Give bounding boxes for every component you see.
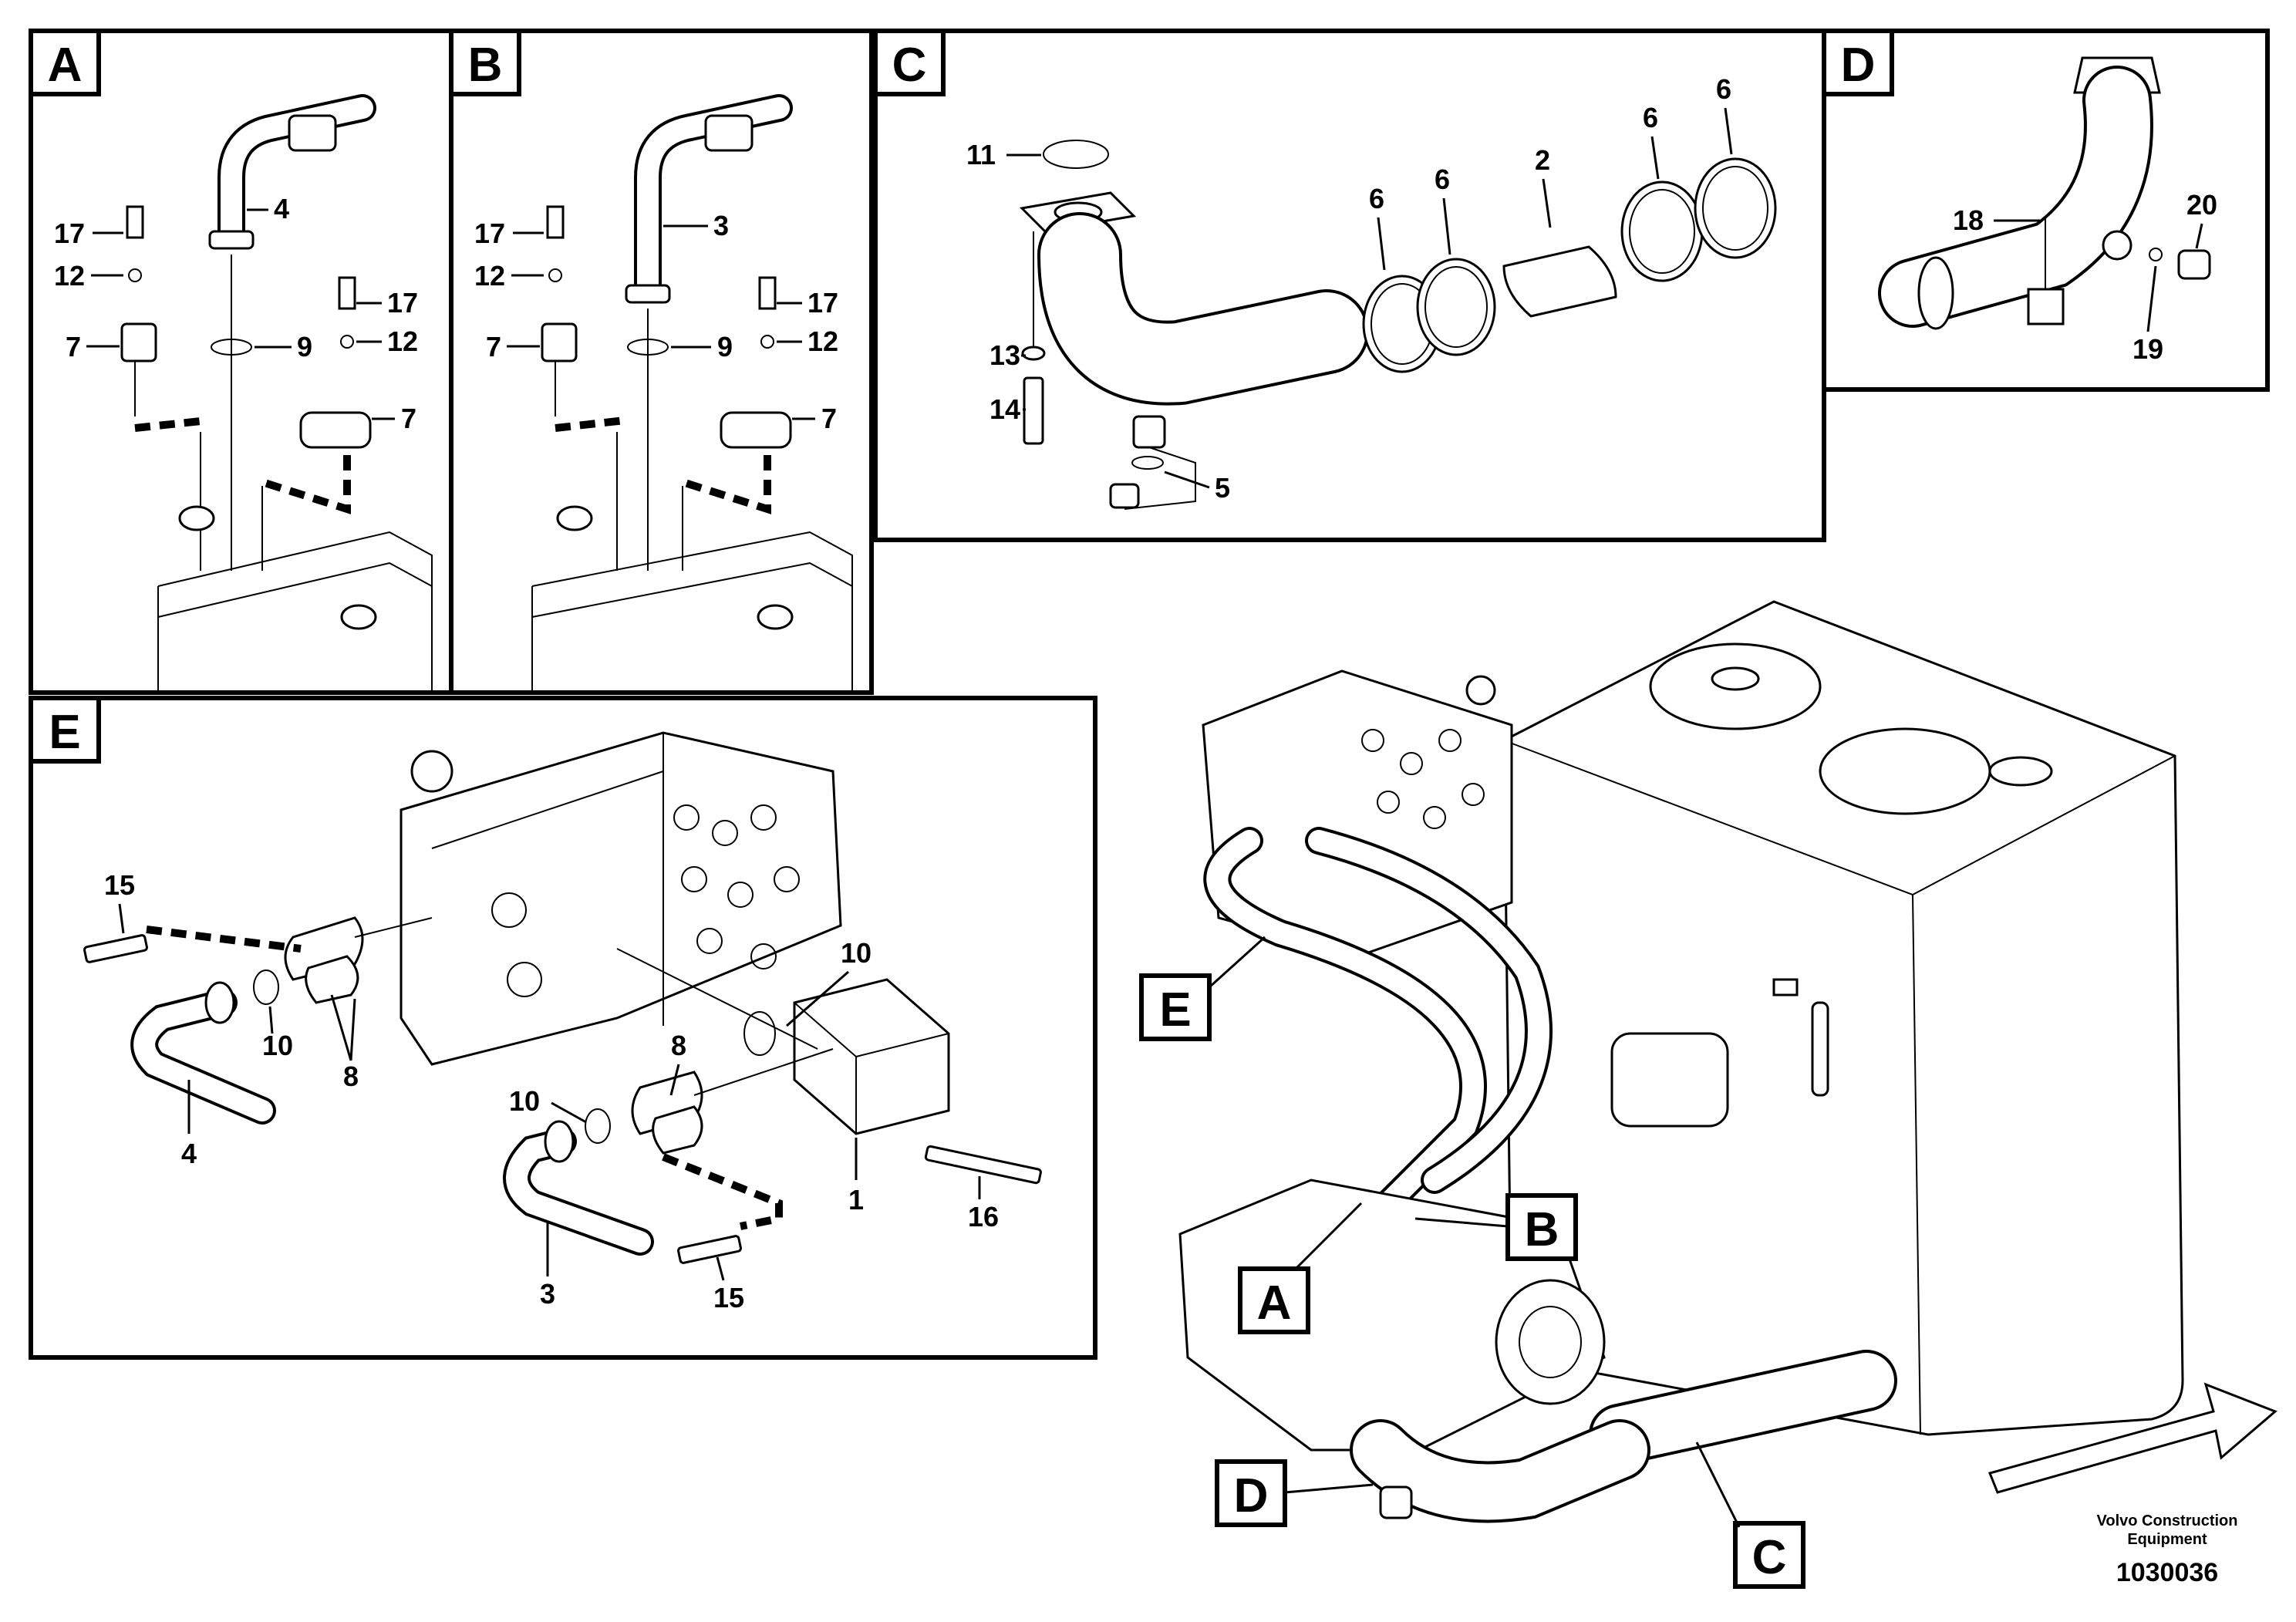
callout-b-9: 9 xyxy=(717,331,733,363)
callout-b-12b: 12 xyxy=(807,325,838,357)
callout-c-6a: 6 xyxy=(1369,183,1384,214)
callout-d-18: 18 xyxy=(1953,204,1984,236)
callout-b-3: 3 xyxy=(713,210,729,241)
callout-b-17: 17 xyxy=(474,218,505,249)
callout-c-13: 13 xyxy=(990,339,1020,371)
callout-d-19: 19 xyxy=(2132,333,2163,365)
callout-c-6c: 6 xyxy=(1643,102,1658,133)
callout-c-14: 14 xyxy=(990,393,1020,425)
svg-text:B: B xyxy=(1525,1203,1559,1256)
drawing-number: 1030036 xyxy=(2116,1558,2218,1587)
panel-e-label: E xyxy=(49,706,80,759)
callout-a-7b: 7 xyxy=(401,403,416,434)
callout-c-6b: 6 xyxy=(1435,164,1450,195)
callout-c-11: 11 xyxy=(966,139,996,170)
overview-assembly xyxy=(1178,600,2277,1523)
callout-b-12: 12 xyxy=(474,260,505,292)
callout-e-15b: 15 xyxy=(713,1282,744,1313)
callout-a-4: 4 xyxy=(274,193,289,224)
callout-a-17: 17 xyxy=(54,218,85,249)
brand-line-2: Equipment xyxy=(2127,1531,2207,1548)
brand-line-1: Volvo Construction xyxy=(2097,1512,2238,1529)
svg-text:A: A xyxy=(1257,1276,1292,1330)
panel-c-label: C xyxy=(892,39,927,92)
overview-tag-e: E xyxy=(1139,936,1266,1041)
callout-e-10b: 10 xyxy=(841,937,872,969)
callout-e-10a: 10 xyxy=(262,1030,293,1061)
callout-b-7b: 7 xyxy=(821,403,837,434)
callout-c-5: 5 xyxy=(1215,472,1230,504)
callout-e-15a: 15 xyxy=(104,869,135,901)
callout-a-12b: 12 xyxy=(387,325,418,357)
svg-text:D: D xyxy=(1234,1469,1269,1523)
overview-tag-c: C xyxy=(1695,1442,1805,1589)
panel-d: D 18 20 19 xyxy=(1822,29,2270,392)
callout-e-4: 4 xyxy=(181,1138,197,1169)
svg-text:E: E xyxy=(1159,983,1191,1037)
callout-e-8a: 8 xyxy=(343,1061,359,1092)
callout-a-17b: 17 xyxy=(387,287,418,319)
callout-a-12: 12 xyxy=(54,260,85,292)
panel-a-label: A xyxy=(48,39,83,92)
callout-c-6d: 6 xyxy=(1716,73,1731,105)
overview-tag-a: A xyxy=(1238,1202,1363,1334)
callout-c-2: 2 xyxy=(1535,144,1550,176)
panel-a: A 4 17 12 7 9 17 xyxy=(29,29,453,695)
callout-a-9: 9 xyxy=(297,331,312,363)
callout-e-8b: 8 xyxy=(671,1030,686,1061)
panel-b-label: B xyxy=(468,39,503,92)
panel-d-label: D xyxy=(1841,39,1876,92)
callout-e-16: 16 xyxy=(968,1201,999,1233)
callout-e-1: 1 xyxy=(848,1184,864,1216)
panel-b: B 3 17 12 7 9 17 12 7 xyxy=(449,29,874,695)
svg-text:C: C xyxy=(1752,1531,1787,1584)
panel-c: C 11 13 14 5 6 6 xyxy=(873,29,1826,542)
panel-e: E xyxy=(29,696,1097,1360)
callout-b-7: 7 xyxy=(486,331,501,363)
callout-b-17b: 17 xyxy=(807,287,838,319)
callout-d-20: 20 xyxy=(2186,189,2217,221)
overview-tag-b: B xyxy=(1414,1193,1578,1261)
overview-tag-d: D xyxy=(1215,1459,1374,1527)
callout-a-7: 7 xyxy=(66,331,81,363)
callout-e-10c: 10 xyxy=(509,1085,540,1117)
callout-e-3: 3 xyxy=(540,1278,555,1310)
